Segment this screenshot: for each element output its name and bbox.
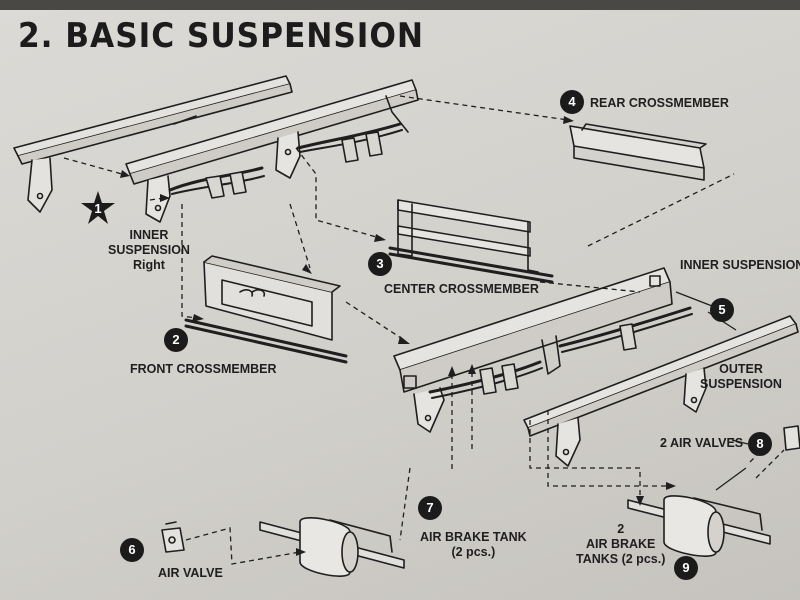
inner-suspension-right-drawing xyxy=(13,75,419,223)
part-1-label-line: Right xyxy=(133,258,165,272)
part-7-label: AIR BRAKE TANK (2 pcs.) xyxy=(420,530,527,560)
part-4-badge: 4 xyxy=(560,90,584,114)
air-valves-pair-drawing xyxy=(783,425,800,451)
part-8-badge: 8 xyxy=(748,432,772,456)
part-9-badge: 9 xyxy=(674,556,698,580)
part-4-label: REAR CROSSMEMBER xyxy=(590,96,729,110)
page-title: 2. BASIC SUSPENSION xyxy=(18,16,424,56)
part-2-label: FRONT CROSSMEMBER xyxy=(130,362,277,376)
part-9-label-line: AIR BRAKE xyxy=(585,537,656,551)
part-5-outer-label-line: SUSPENSION xyxy=(700,377,782,391)
page-top-edge xyxy=(0,0,800,10)
air-brake-tanks-drawing xyxy=(627,495,771,557)
part-6-badge: 6 xyxy=(120,538,144,562)
front-crossmember-drawing xyxy=(184,255,348,364)
air-brake-tank-drawing xyxy=(259,517,405,577)
part-5-outer-label-line: OUTER xyxy=(719,362,763,376)
part-2-badge: 2 xyxy=(164,328,188,352)
part-9-label-line: 2 xyxy=(617,522,625,536)
outer-suspension-drawing xyxy=(523,315,799,467)
part-1-star-badge: 1 xyxy=(80,190,116,226)
part-1-label: INNER SUSPENSION Right xyxy=(108,228,190,273)
part-9-label-line: TANKS (2 pcs.) xyxy=(576,552,666,566)
part-7-label-line: (2 pcs.) xyxy=(451,545,496,559)
inner-suspension-left-drawing xyxy=(393,267,693,433)
part-9-label: 2 AIR BRAKE TANKS (2 pcs.) xyxy=(576,522,665,567)
part-6-label: AIR VALVE xyxy=(158,566,223,580)
part-7-label-line: AIR BRAKE TANK xyxy=(420,530,527,544)
part-1-label-line: SUSPENSION xyxy=(108,243,190,257)
part-7-badge: 7 xyxy=(418,496,442,520)
part-5-outer-label: OUTER SUSPENSION xyxy=(700,362,782,392)
part-1-label-line: INNER xyxy=(129,228,169,242)
rear-crossmember-drawing xyxy=(569,123,707,181)
part-5-inner-label: INNER SUSPENSION xyxy=(680,258,800,272)
part-3-badge: 3 xyxy=(368,252,392,276)
center-crossmember-drawing xyxy=(388,199,554,284)
part-number: 1 xyxy=(94,201,102,216)
part-8-label: 2 AIR VALVES xyxy=(660,436,744,450)
part-5-badge: 5 xyxy=(710,298,734,322)
star-icon xyxy=(81,191,115,224)
part-3-label: CENTER CROSSMEMBER xyxy=(384,282,539,296)
air-valve-drawing xyxy=(161,521,185,553)
